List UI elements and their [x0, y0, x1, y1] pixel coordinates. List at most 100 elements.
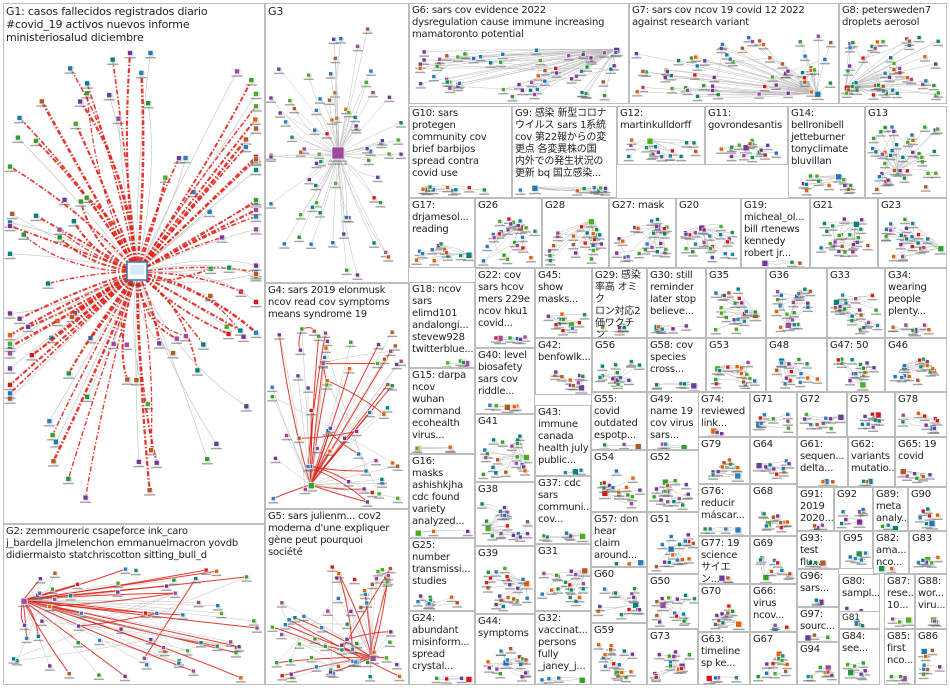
graph-node[interactable] — [345, 268, 350, 273]
graph-node[interactable] — [660, 327, 665, 332]
graph-node[interactable] — [726, 611, 731, 616]
graph-node[interactable] — [818, 665, 823, 670]
graph-node[interactable] — [377, 492, 382, 497]
graph-node[interactable] — [128, 51, 134, 57]
graph-node[interactable] — [775, 368, 780, 373]
graph-node[interactable] — [116, 590, 121, 595]
graph-node[interactable] — [306, 386, 311, 391]
graph-node[interactable] — [883, 161, 888, 166]
graph-node[interactable] — [655, 614, 660, 619]
graph-node[interactable] — [771, 417, 776, 422]
graph-node[interactable] — [773, 672, 778, 677]
graph-node[interactable] — [808, 174, 813, 179]
graph-node[interactable] — [655, 217, 660, 222]
graph-node[interactable] — [785, 312, 790, 317]
graph-node[interactable] — [254, 272, 260, 278]
graph-node[interactable] — [901, 255, 906, 260]
graph-node[interactable] — [505, 257, 510, 262]
graph-node[interactable] — [326, 609, 331, 614]
graph-node[interactable] — [645, 146, 650, 151]
graph-node[interactable] — [388, 640, 393, 645]
graph-node[interactable] — [583, 241, 588, 246]
graph-node[interactable] — [671, 553, 676, 558]
graph-node[interactable] — [325, 339, 330, 344]
graph-node[interactable] — [719, 147, 724, 152]
graph-node[interactable] — [833, 306, 838, 311]
graph-node[interactable] — [905, 474, 910, 479]
hub-node[interactable] — [691, 383, 698, 390]
graph-node[interactable] — [26, 324, 32, 330]
graph-node[interactable] — [934, 62, 939, 67]
graph-node[interactable] — [874, 308, 879, 313]
graph-node[interactable] — [364, 469, 369, 474]
hub-node[interactable] — [466, 252, 473, 259]
graph-node[interactable] — [603, 587, 608, 592]
graph-node[interactable] — [524, 671, 529, 676]
graph-node[interactable] — [481, 472, 486, 477]
graph-node[interactable] — [330, 565, 335, 570]
graph-node[interactable] — [926, 237, 931, 242]
graph-node[interactable] — [881, 84, 886, 89]
graph-node[interactable] — [692, 597, 697, 602]
graph-node[interactable] — [357, 452, 362, 457]
graph-node[interactable] — [723, 252, 728, 257]
graph-node[interactable] — [517, 83, 522, 88]
graph-node[interactable] — [852, 243, 857, 248]
graph-node[interactable] — [911, 138, 916, 143]
graph-node[interactable] — [891, 617, 896, 622]
graph-node[interactable] — [518, 535, 523, 540]
graph-node[interactable] — [497, 232, 502, 237]
graph-node[interactable] — [498, 672, 503, 677]
graph-node[interactable] — [776, 514, 781, 519]
graph-node[interactable] — [254, 330, 260, 336]
graph-node[interactable] — [269, 155, 274, 160]
graph-node[interactable] — [758, 416, 763, 421]
graph-node[interactable] — [529, 256, 534, 261]
graph-node[interactable] — [353, 577, 358, 582]
graph-node[interactable] — [501, 605, 506, 610]
graph-node[interactable] — [494, 570, 499, 575]
graph-node[interactable] — [489, 61, 494, 66]
hub-node[interactable] — [860, 382, 867, 389]
graph-node[interactable] — [479, 55, 484, 60]
graph-node[interactable] — [134, 568, 139, 573]
graph-node[interactable] — [323, 355, 328, 360]
graph-node[interactable] — [385, 580, 390, 585]
graph-node[interactable] — [125, 377, 131, 383]
graph-node[interactable] — [219, 611, 224, 616]
graph-node[interactable] — [560, 312, 565, 317]
graph-node[interactable] — [501, 52, 506, 57]
graph-node[interactable] — [726, 365, 731, 370]
graph-node[interactable] — [911, 328, 916, 333]
graph-node[interactable] — [107, 93, 113, 99]
graph-node[interactable] — [416, 600, 421, 605]
graph-node[interactable] — [719, 233, 724, 238]
graph-node[interactable] — [748, 142, 753, 147]
graph-node[interactable] — [622, 442, 627, 447]
graph-node[interactable] — [359, 605, 364, 610]
graph-node[interactable] — [933, 619, 938, 624]
graph-node[interactable] — [254, 167, 260, 173]
graph-node[interactable] — [889, 228, 894, 233]
graph-node[interactable] — [505, 575, 510, 580]
graph-node[interactable] — [422, 58, 427, 63]
graph-node[interactable] — [155, 611, 160, 616]
graph-node[interactable] — [456, 55, 461, 60]
graph-node[interactable] — [501, 440, 506, 445]
graph-node[interactable] — [556, 587, 561, 592]
graph-node[interactable] — [289, 672, 294, 677]
graph-node[interactable] — [460, 676, 465, 681]
graph-node[interactable] — [603, 443, 608, 448]
graph-node[interactable] — [848, 46, 853, 51]
graph-node[interactable] — [355, 429, 360, 434]
graph-node[interactable] — [288, 99, 293, 104]
hub-node[interactable] — [308, 483, 315, 490]
graph-node[interactable] — [519, 337, 524, 342]
graph-node[interactable] — [889, 56, 894, 61]
graph-node[interactable] — [886, 178, 891, 183]
graph-node[interactable] — [418, 66, 423, 71]
graph-node[interactable] — [692, 141, 697, 146]
graph-node[interactable] — [776, 561, 781, 566]
graph-node[interactable] — [280, 674, 285, 679]
graph-node[interactable] — [791, 300, 796, 305]
